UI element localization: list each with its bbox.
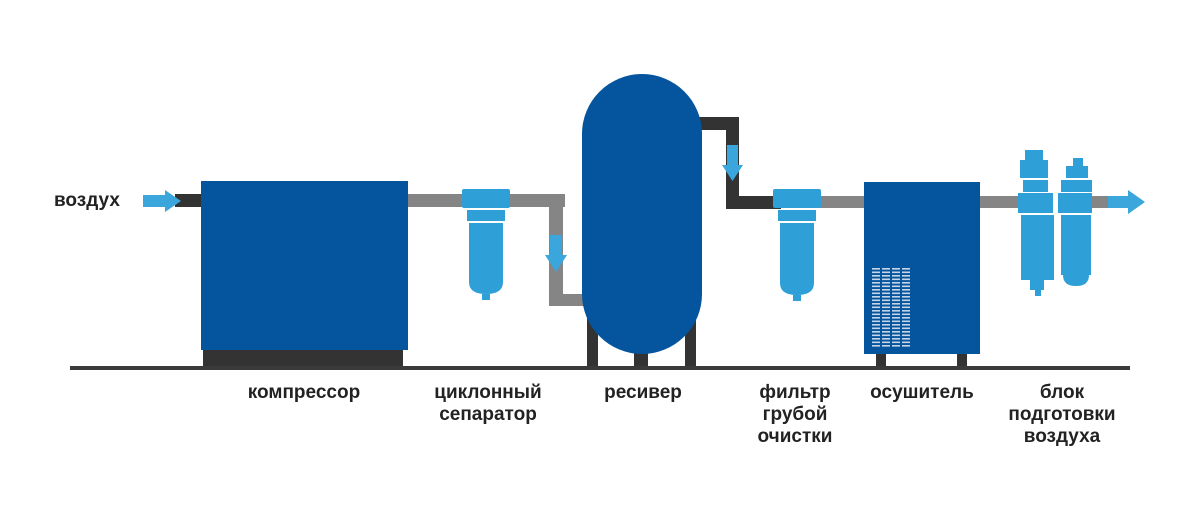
- outlet-arrow: [1108, 190, 1145, 214]
- input-label: воздух: [54, 190, 120, 211]
- air-prep-unit: [1018, 150, 1092, 296]
- label-line: ресивер: [604, 382, 682, 403]
- dryer: [864, 182, 980, 366]
- label-compressor: компрессор: [229, 382, 379, 404]
- pipe-filter-to-outlet: [815, 196, 1110, 208]
- label-dryer: осушитель: [847, 382, 997, 404]
- label-coarse-filter: фильтр грубой очистки: [720, 382, 870, 448]
- label-line: циклонный: [434, 382, 542, 403]
- receiver: [582, 74, 702, 366]
- dryer-vent-grille: [872, 268, 910, 347]
- label-line: сепаратор: [439, 404, 537, 425]
- label-air-prep-unit: блок подготовки воздуха: [987, 382, 1137, 448]
- label-line: осушитель: [870, 382, 974, 403]
- inlet-pipe: [175, 194, 205, 207]
- label-line: воздуха: [1023, 426, 1101, 447]
- label-line: компрессор: [247, 382, 361, 403]
- label-line: блок: [1039, 382, 1085, 403]
- label-line: грубой: [762, 404, 828, 425]
- cyclone-separator: [462, 189, 510, 300]
- label-cyclone-separator: циклонный сепаратор: [413, 382, 563, 426]
- label-line: очистки: [757, 426, 833, 447]
- flow-arrow-down-to-filter: [722, 145, 743, 181]
- label-line: фильтр: [759, 382, 831, 403]
- compressor: [201, 181, 408, 366]
- flow-arrow-down-to-receiver: [545, 235, 567, 272]
- label-receiver: ресивер: [568, 382, 718, 404]
- coarse-filter: [773, 189, 821, 301]
- label-line: подготовки: [1008, 404, 1116, 425]
- inlet-arrow: [143, 190, 181, 212]
- ground-line: [70, 366, 1130, 370]
